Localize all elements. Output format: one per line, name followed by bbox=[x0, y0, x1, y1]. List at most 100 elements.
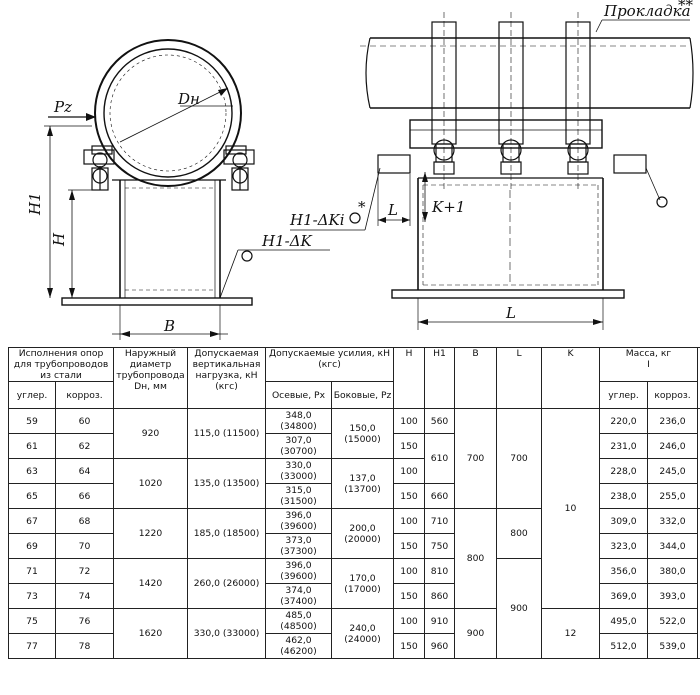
cell-mass-carbon: 369,0 bbox=[599, 583, 648, 609]
cell-b: 800 bbox=[454, 508, 497, 609]
cell-axial: 307,0 (30700) bbox=[265, 433, 332, 459]
table-row: 77 78 462,0 (46200) 150 960 512,0 539,0 bbox=[8, 633, 700, 659]
hdr-carbon: углер. bbox=[8, 381, 56, 409]
label-h1-dk: H1-ΔK bbox=[261, 232, 313, 250]
cell-vertical: 115,0 (11500) bbox=[187, 408, 266, 459]
hdr-lateral: Боковые, Pz bbox=[331, 381, 394, 409]
cell-l: 900 bbox=[496, 558, 542, 659]
cell-h: 150 bbox=[393, 483, 425, 509]
technical-drawing: Dн Pz H1 H B H1-ΔK H1-ΔKi * L K+1 L Прок… bbox=[26, 0, 694, 340]
cell-h1: 960 bbox=[424, 633, 455, 659]
cell-carbon: 71 bbox=[8, 558, 56, 584]
cell-h: 100 bbox=[393, 508, 425, 534]
cell-vertical: 135,0 (13500) bbox=[187, 458, 266, 509]
label-gasket: Прокладка bbox=[603, 2, 691, 20]
cell-mass-corrosion: 380,0 bbox=[646, 558, 699, 584]
front-view bbox=[44, 39, 330, 340]
cell-carbon: 75 bbox=[8, 608, 56, 634]
cell-diameter: 920 bbox=[113, 408, 188, 459]
table-row: 71 72 1420 260,0 (26000) 396,0 (39600) 1… bbox=[8, 558, 700, 659]
cell-k: 12 bbox=[541, 608, 600, 659]
cell-corrosion: 62 bbox=[55, 433, 114, 459]
label-l-small: L bbox=[387, 201, 398, 219]
cell-h1: 810 bbox=[424, 558, 455, 584]
hdr-h1: H1 bbox=[424, 347, 455, 409]
cell-lateral: 240,0 (24000) bbox=[331, 608, 394, 659]
cell-h: 100 bbox=[393, 408, 425, 434]
cell-lateral: 137,0 (13700) bbox=[331, 458, 394, 509]
cell-lateral: 170,0 (17000) bbox=[331, 558, 394, 609]
label-k: K+1 bbox=[431, 198, 465, 216]
cell-diameter: 1620 bbox=[113, 608, 188, 659]
cell-corrosion: 64 bbox=[55, 458, 114, 484]
pipe-inner bbox=[103, 48, 233, 178]
cell-l: 800 bbox=[496, 508, 542, 559]
cell-mass-corrosion: 245,0 bbox=[646, 458, 699, 484]
cell-mass-carbon: 228,0 bbox=[599, 458, 648, 484]
spec-table: Исполнения опор для трубопроводов из ста… bbox=[8, 347, 700, 659]
cell-h: 150 bbox=[393, 633, 425, 659]
cell-mass-corrosion: 522,0 bbox=[646, 608, 699, 634]
cell-mass-corrosion: 539,0 bbox=[646, 633, 699, 659]
cell-mass-corrosion: 393,0 bbox=[646, 583, 699, 609]
cell-axial: 485,0 (48500) bbox=[265, 608, 332, 634]
label-l: L bbox=[505, 304, 516, 322]
hdr-corrosion: корроз. bbox=[55, 381, 114, 409]
cell-h1: 750 bbox=[424, 533, 455, 559]
cell-axial: 396,0 (39600) bbox=[265, 508, 332, 534]
cell-corrosion: 76 bbox=[55, 608, 114, 634]
label-dn: Dн bbox=[177, 90, 200, 108]
label-h1: H1 bbox=[26, 192, 44, 216]
hdr-diameter: Наружный диаметр трубопровода Dн, мм bbox=[113, 347, 188, 409]
cell-h1: 610 bbox=[424, 433, 455, 484]
table-row: 65 66 315,0 (31500) 150 660 238,0 255,0 bbox=[8, 483, 700, 509]
cell-carbon: 77 bbox=[8, 633, 56, 659]
label-star: * bbox=[358, 198, 366, 216]
label-pz: Pz bbox=[53, 98, 72, 116]
cell-carbon: 59 bbox=[8, 408, 56, 434]
cell-carbon: 73 bbox=[8, 583, 56, 609]
cell-carbon: 67 bbox=[8, 508, 56, 534]
cell-lateral: 150,0 (15000) bbox=[331, 408, 394, 459]
hdr-mass-corrosion: корроз. bbox=[646, 381, 699, 409]
cell-h: 150 bbox=[393, 433, 425, 459]
cell-i: 300 bbox=[697, 508, 700, 659]
cell-mass-carbon: 309,0 bbox=[599, 508, 648, 534]
cell-corrosion: 70 bbox=[55, 533, 114, 559]
cell-mass-corrosion: 246,0 bbox=[646, 433, 699, 459]
cell-carbon: 61 bbox=[8, 433, 56, 459]
hdr-vertical: Допускаемая вертикальная нагрузка, кН (к… bbox=[187, 347, 266, 409]
table-row: 61 62 307,0 (30700) 150 610 231,0 246,0 bbox=[8, 433, 700, 484]
hdr-mass-carbon: углер. bbox=[599, 381, 648, 409]
cell-h1: 910 bbox=[424, 608, 455, 634]
side-view bbox=[290, 12, 694, 330]
cell-diameter: 1220 bbox=[113, 508, 188, 559]
bolt-2 bbox=[498, 12, 524, 190]
cell-h: 150 bbox=[393, 533, 425, 559]
cell-mass-corrosion: 332,0 bbox=[646, 508, 699, 534]
hdr-l: L bbox=[496, 347, 542, 409]
cell-l: 700 bbox=[496, 408, 542, 509]
cell-axial: 315,0 (31500) bbox=[265, 483, 332, 509]
pipe-outer bbox=[94, 39, 242, 187]
hdr-k: K bbox=[541, 347, 600, 409]
cell-mass-carbon: 238,0 bbox=[599, 483, 648, 509]
cell-vertical: 330,0 (33000) bbox=[187, 608, 266, 659]
cell-h1: 860 bbox=[424, 583, 455, 609]
cell-mass-carbon: 323,0 bbox=[599, 533, 648, 559]
cell-carbon: 69 bbox=[8, 533, 56, 559]
cell-h: 100 bbox=[393, 608, 425, 634]
hdr-h: H bbox=[393, 347, 425, 409]
hdr-forces: Допускаемые усилия, кН (кгс) bbox=[265, 347, 394, 382]
cell-h1: 560 bbox=[424, 408, 455, 434]
cell-h1: 710 bbox=[424, 508, 455, 534]
table-row: 67 68 1220 185,0 (18500) 396,0 (39600) 2… bbox=[8, 508, 700, 659]
cell-axial: 462,0 (46200) bbox=[265, 633, 332, 659]
cell-axial: 374,0 (37400) bbox=[265, 583, 332, 609]
cell-axial: 373,0 (37300) bbox=[265, 533, 332, 559]
cell-mass-corrosion: 236,0 bbox=[646, 408, 699, 434]
cell-mass-carbon: 495,0 bbox=[599, 608, 648, 634]
cell-corrosion: 68 bbox=[55, 508, 114, 534]
cell-axial: 396,0 (39600) bbox=[265, 558, 332, 584]
